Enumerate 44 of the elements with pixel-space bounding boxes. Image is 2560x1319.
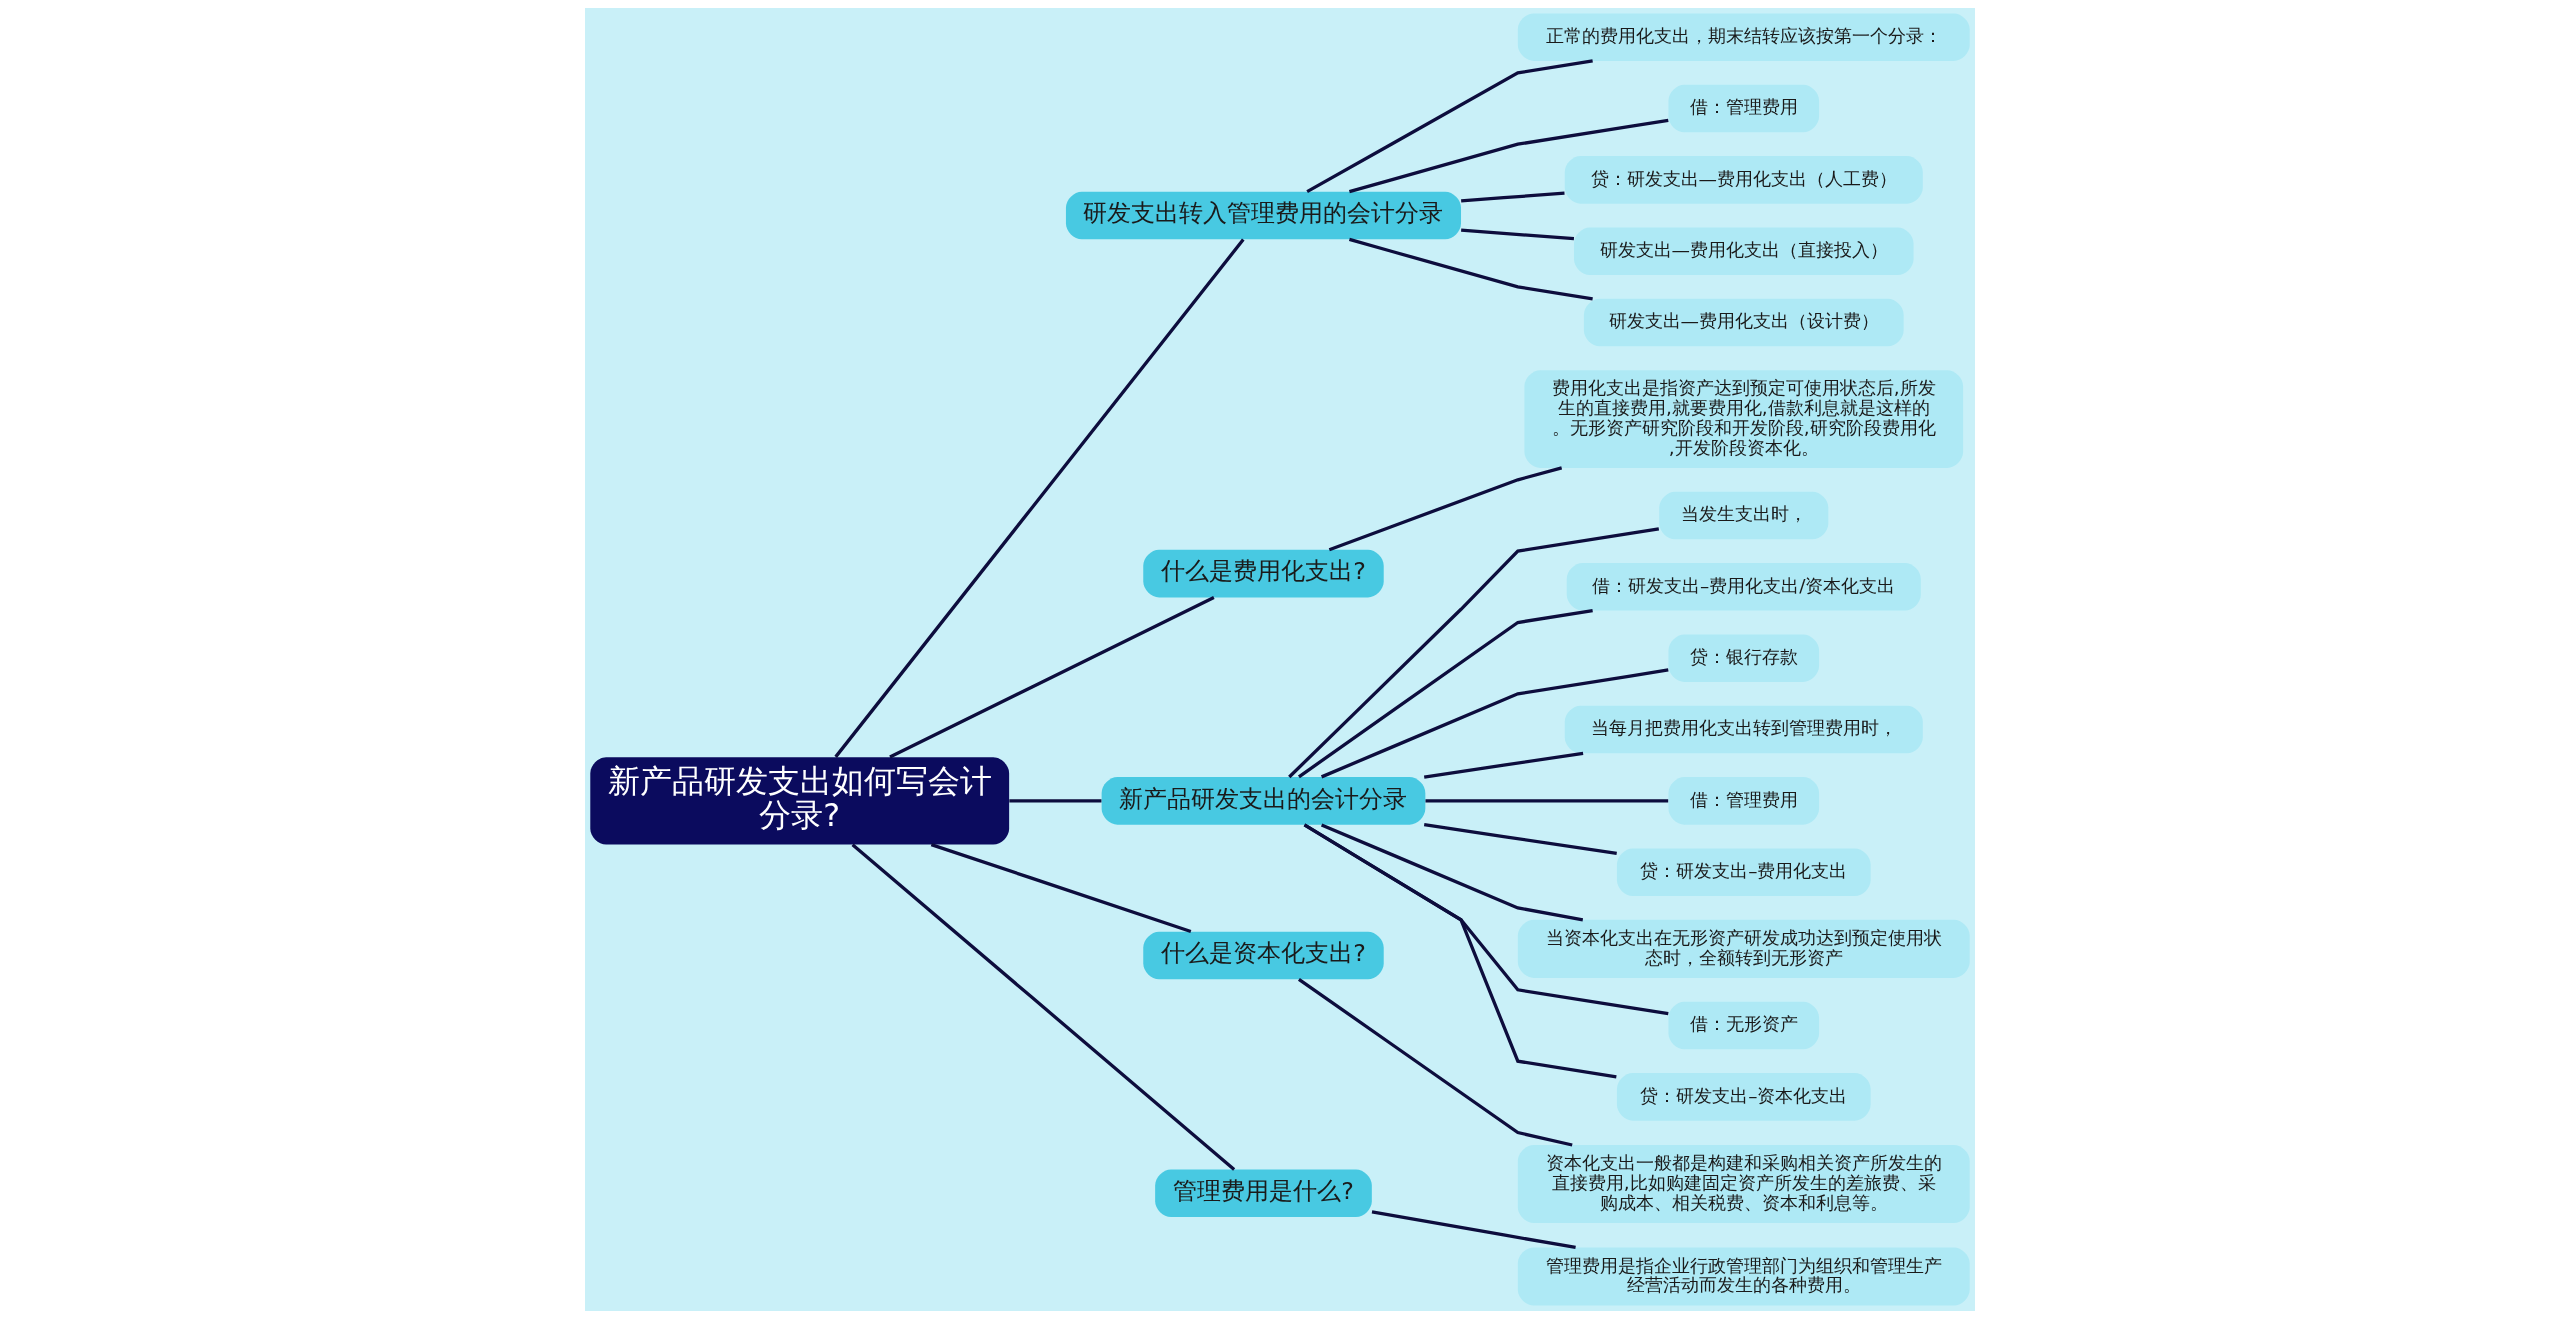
node-box: 贷：研发支出—费用化支出（人工费） <box>1564 156 1923 204</box>
connector <box>851 843 1236 1171</box>
connector <box>1009 799 1102 803</box>
connector <box>834 238 1245 758</box>
node-box: 借：管理费用 <box>1668 84 1820 133</box>
connector <box>1423 823 1617 856</box>
node-box: 什么是费用化支出? <box>1143 549 1384 598</box>
node-box: 新产品研发支出如何写会计分录? <box>590 757 1010 845</box>
connector <box>1371 1210 1576 1250</box>
connector <box>889 595 1215 759</box>
connector <box>1348 237 1593 301</box>
node-box: 费用化支出是指资产达到预定可使用状态后,所发生的直接费用,就要费用化,借款利息就是这样的。无形资产研究阶段和开发阶段,研究阶段费用化,开发阶段资本化。 <box>1524 370 1964 468</box>
connector <box>1461 228 1575 241</box>
connector <box>930 843 1192 934</box>
node-box: 贷：银行存款 <box>1668 634 1820 682</box>
node-box: 资本化支出一般都是构建和采购相关资产所发生的直接费用,比如购建固定资产所发生的差旅费、采购成本、相关税费、资本和利息等。 <box>1517 1145 1970 1224</box>
node-box: 当每月把费用化支出转到管理费用时， <box>1564 705 1923 754</box>
connector <box>1328 466 1563 552</box>
connector <box>1288 527 1660 779</box>
node-box: 借：管理费用 <box>1668 777 1820 825</box>
node-box: 研发支出—费用化支出（设计费） <box>1583 298 1904 347</box>
node-box: 贷：研发支出–费用化支出 <box>1616 848 1871 896</box>
connector <box>1306 59 1593 194</box>
node-box: 研发支出—费用化支出（直接投入） <box>1574 227 1914 275</box>
node-box: 什么是资本化支出? <box>1143 931 1384 980</box>
node-box: 研发支出转入管理费用的会计分录 <box>1065 191 1461 240</box>
connector <box>1423 751 1584 779</box>
node-box: 管理费用是指企业行政管理部门为组织和管理生产经营活动而发生的各种费用。 <box>1517 1247 1970 1306</box>
node-box: 正常的费用化支出，期末结转应该按第一个分录： <box>1517 13 1970 61</box>
node-box: 当资本化支出在无形资产研发成功达到预定使用状态时，全额转到无形资产 <box>1517 919 1970 978</box>
connector <box>1461 191 1565 203</box>
connector <box>1303 823 1617 1079</box>
node-box: 贷：研发支出–资本化支出 <box>1616 1073 1871 1121</box>
node-box: 借：研发支出–费用化支出/资本化支出 <box>1566 563 1921 611</box>
connector <box>1320 823 1584 922</box>
connector <box>1297 609 1593 779</box>
connector <box>1348 118 1669 194</box>
node-box: 管理费用是什么? <box>1155 1169 1372 1218</box>
connector <box>1320 668 1669 779</box>
connector <box>1425 799 1669 803</box>
node-box: 新产品研发支出的会计分录 <box>1101 777 1426 825</box>
node-box: 借：无形资产 <box>1668 1001 1820 1050</box>
connector <box>1298 978 1573 1147</box>
node-box: 当发生支出时， <box>1659 491 1829 540</box>
